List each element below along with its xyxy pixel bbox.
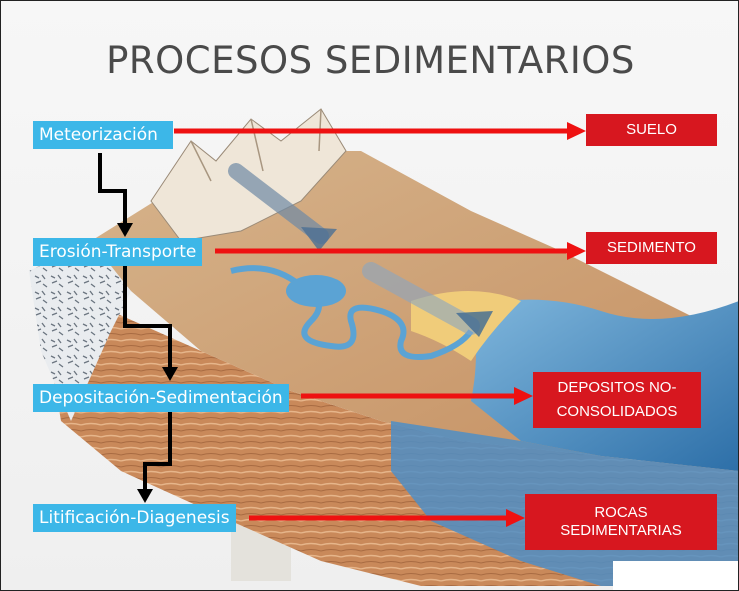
result-sedimento: SEDIMENTO bbox=[586, 232, 717, 264]
process-erosion-transporte: Erosión-Transporte bbox=[33, 238, 203, 266]
result-sedimento-label: SEDIMENTO bbox=[607, 239, 696, 256]
result-depositos-line2: CONSOLIDADOS bbox=[556, 403, 678, 420]
process-depositacion-sedimentacion: Depositación-Sedimentación bbox=[33, 384, 289, 412]
result-arrowheads bbox=[506, 122, 586, 527]
result-rocas-line2: SEDIMENTARIAS bbox=[560, 522, 682, 539]
result-rocas-line1: ROCAS bbox=[594, 504, 648, 521]
flow-connectors bbox=[98, 153, 172, 491]
gravel-cliff bbox=[29, 241, 131, 421]
result-depositos-line1: DEPOSITOS NO- bbox=[557, 379, 677, 396]
page-title: PROCESOS SEDIMENTARIOS bbox=[106, 39, 635, 82]
process-meteorizacion: Meteorización bbox=[33, 121, 173, 149]
result-suelo-label: SUELO bbox=[626, 121, 677, 138]
result-suelo: SUELO bbox=[586, 114, 717, 146]
result-rocas: ROCAS SEDIMENTARIAS bbox=[525, 494, 717, 550]
result-depositos: DEPOSITOS NO- CONSOLIDADOS bbox=[533, 372, 701, 428]
result-arrows bbox=[174, 128, 573, 521]
process-litificacion-diagenesis: Litificación-Diagenesis bbox=[33, 504, 236, 532]
flow-arrowheads bbox=[117, 223, 178, 503]
